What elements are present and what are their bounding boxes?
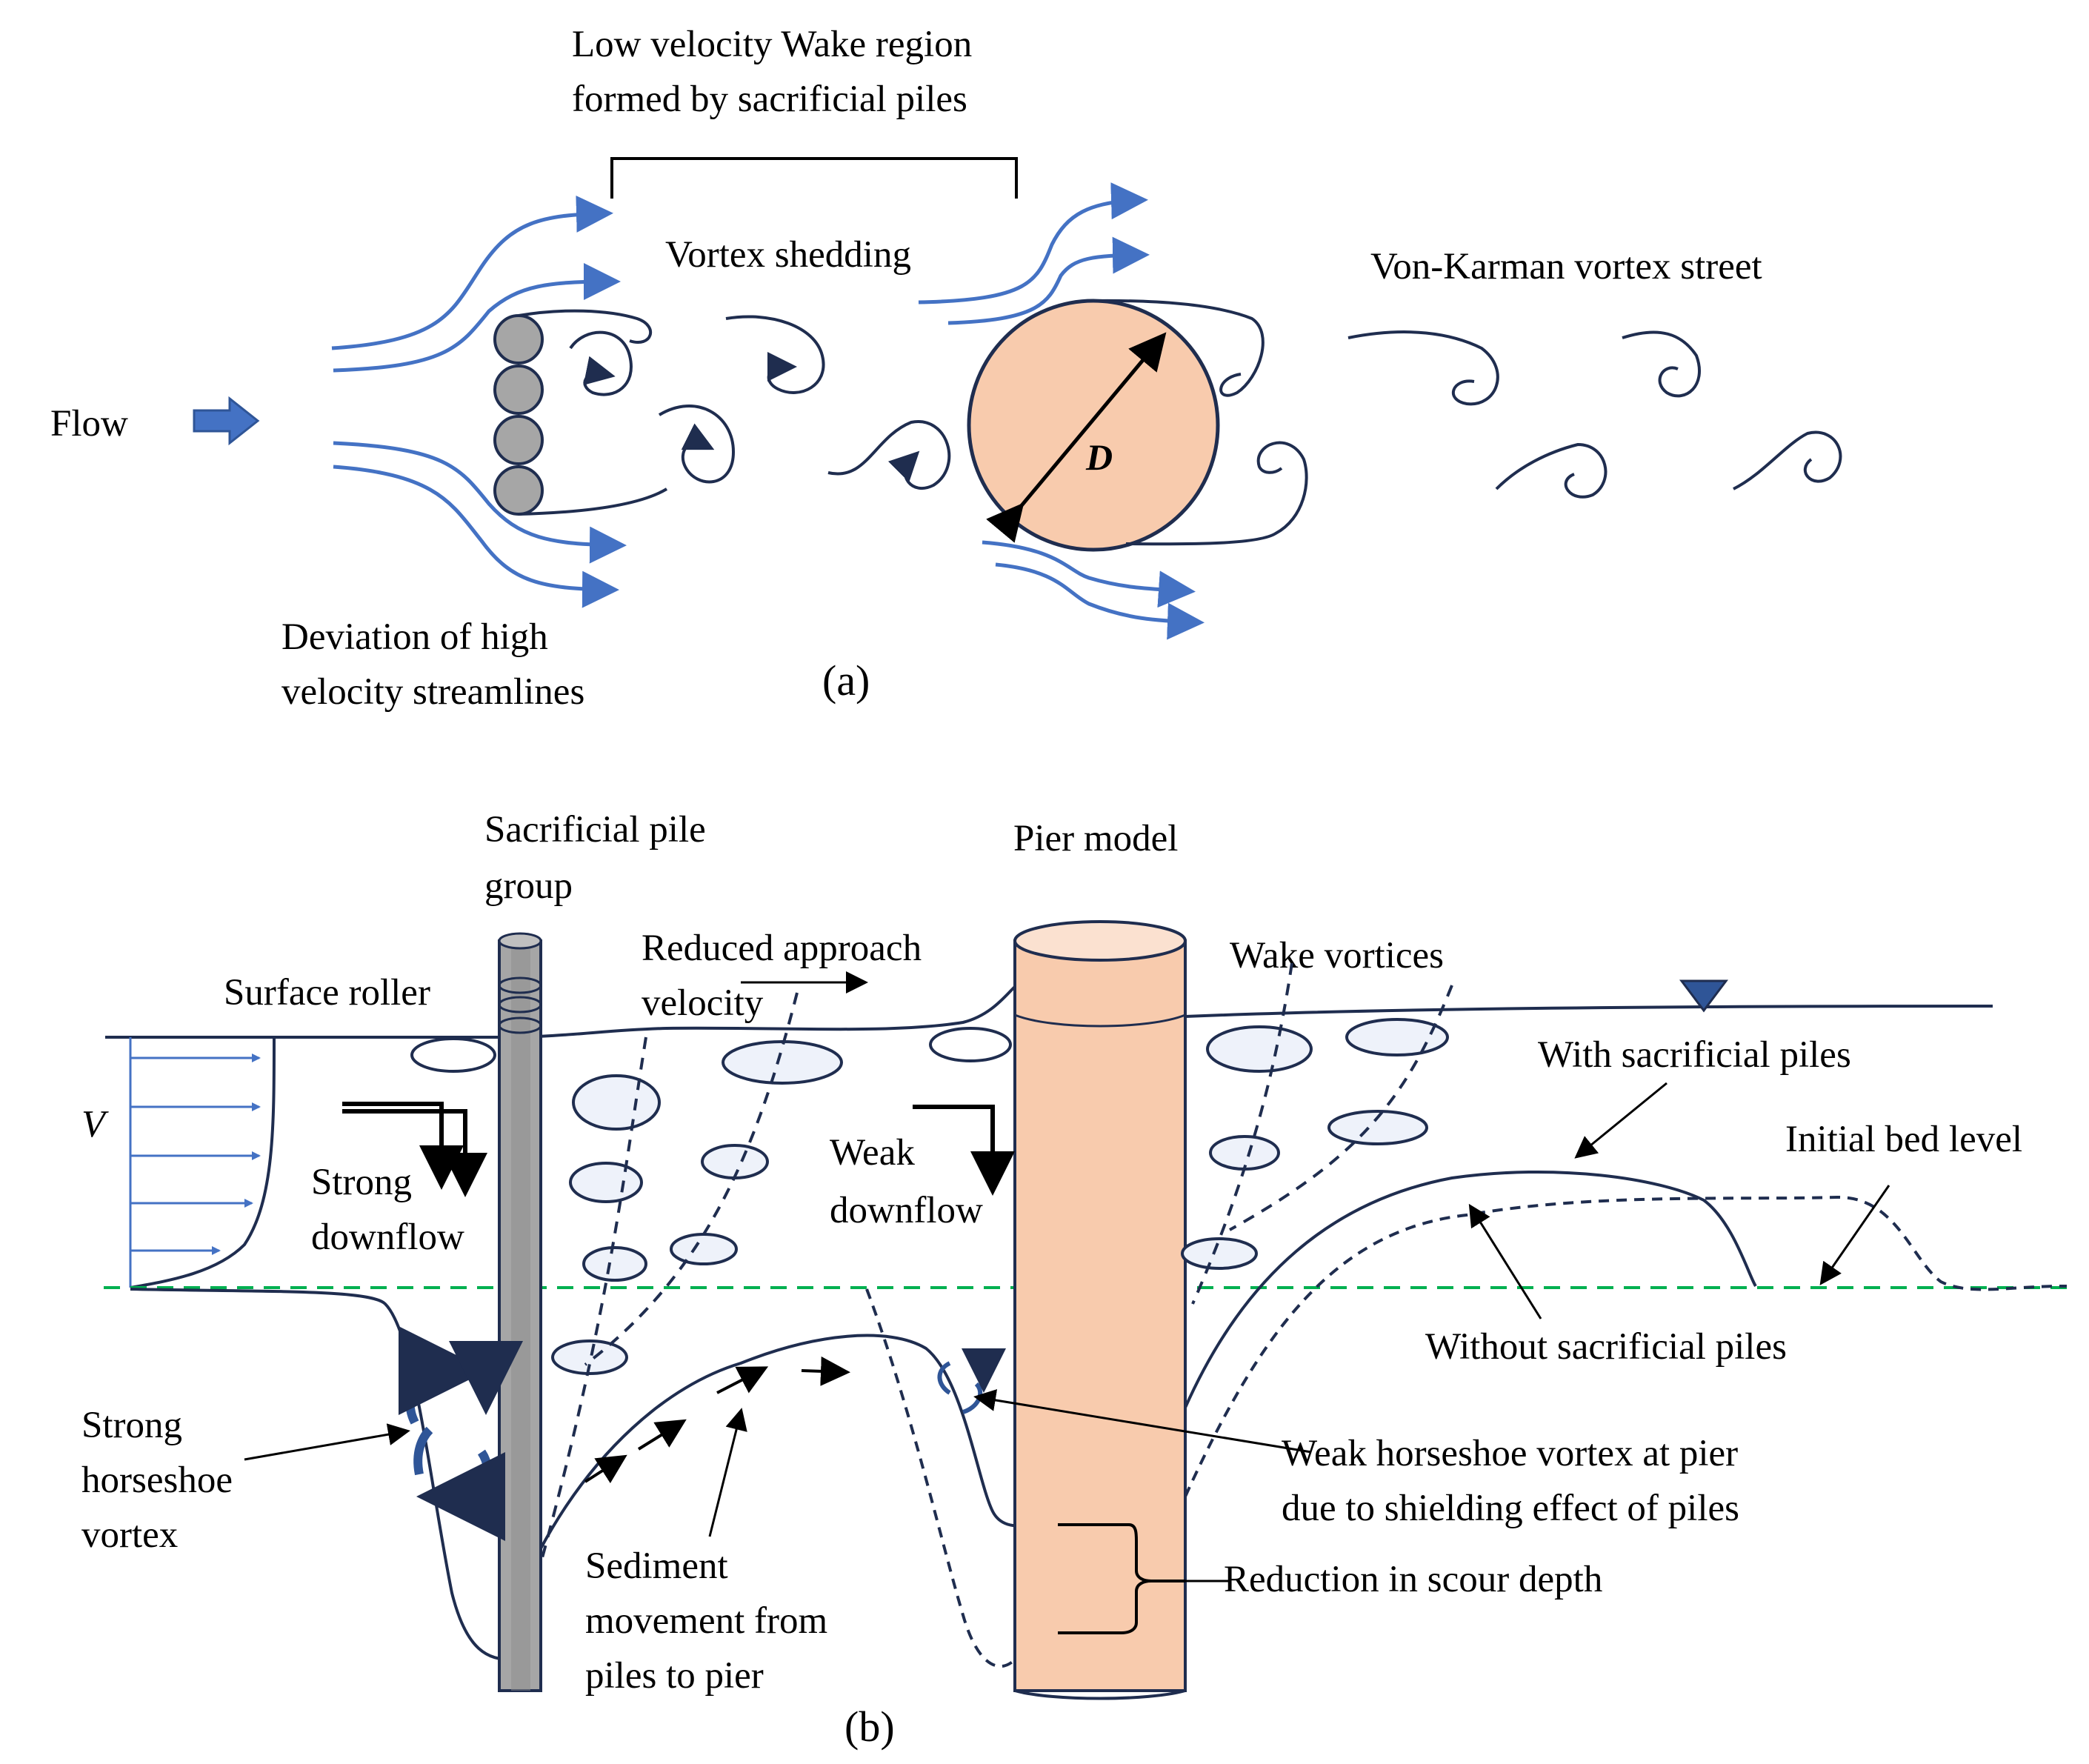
sacrificial-pile-cylinder [498,932,542,1692]
sediment-label-1: Sediment [585,1545,728,1587]
streamline-pile-bottom-1 [333,441,627,564]
with-piles-pointer [1574,1082,1667,1159]
wake-region-bracket [610,157,1018,199]
streamline-pile-bottom-2 [333,465,619,608]
wake-region-label-1: Low velocity Wake region [572,24,972,65]
wake-vortex-3 [658,405,736,484]
without-piles-label: Without sacrificial piles [1425,1326,1787,1368]
wake-region-label-2: formed by sacrificial piles [572,79,967,120]
strong-downflow-arrow-2 [342,1109,487,1197]
streamline-pier-bottom-1 [982,540,1196,608]
pier-model-label: Pier model [1013,818,1178,859]
strong-horseshoe-vortex [398,1326,506,1541]
without-piles-pointer [1468,1203,1542,1319]
sacrificial-pile-3 [493,415,544,465]
reduced-velocity-label-2: velocity [642,982,764,1024]
reduction-label: Reduction in scour depth [1224,1559,1602,1600]
pier-wake-boundary-top [1093,299,1265,397]
pier-wake-trail-2 [1229,985,1453,1231]
caption-a: (a) [822,656,870,705]
deviation-label-2: velocity streamlines [281,671,584,713]
streamline-pier-top-2 [947,236,1150,325]
sediment-pointer [708,1408,747,1537]
vk-vortex-2 [1622,330,1702,398]
vk-vortex-1 [1347,330,1499,406]
surface-roller-label: Surface roller [224,972,430,1014]
pier-wake-trail-1 [1191,962,1293,1305]
reduction-bracket [1058,1523,1185,1634]
sacrificial-pile-1 [493,314,544,365]
pier-wake-boundary-bottom [1125,441,1308,546]
initial-bed-pointer [1819,1185,1890,1285]
weak-hv-pointer [973,1389,1312,1454]
initial-bed-label: Initial bed level [1785,1119,2022,1160]
sacrificial-pile-2 [493,365,544,415]
von-karman-label: Von-Karman vortex street [1370,246,1762,287]
streamline-pile-top-1 [331,195,613,350]
pier-wake-vortices [1181,1018,1449,1270]
pile-wake-trail-2 [584,992,799,1366]
sacrificial-pile-group-label-1: Sacrificial pile [484,809,706,851]
sediment-label-3: piles to pier [585,1655,764,1697]
sediment-arrows [584,1356,850,1484]
pile-wake-boundary-bottom [518,487,668,516]
velocity-profile [129,1036,276,1289]
water-surface [105,984,1993,1039]
strong-downflow-label-2: downflow [311,1217,464,1258]
sediment-label-2: movement from [585,1600,827,1642]
strong-hv-label-1: Strong [81,1405,182,1446]
strong-downflow-arrow-1 [342,1102,464,1190]
panel-a: Low velocity Wake region formed by sacri… [50,24,1842,713]
streamline-pier-top-1 [918,182,1148,304]
pile-wake-trail-1 [539,1036,647,1564]
bed-profile-without-piles [865,1195,2068,1668]
flow-arrow [193,396,260,446]
wake-vortex-1 [569,330,633,396]
weak-downflow-label-2: downflow [830,1190,983,1231]
vortex-shedding-label: Vortex shedding [665,234,911,276]
with-piles-label: With sacrificial piles [1538,1034,1851,1076]
weak-hv-label-2: due to shielding effect of piles [1282,1488,1739,1529]
diameter-arrow [986,332,1167,543]
wake-vortices-label: Wake vortices [1230,935,1444,976]
strong-hv-label-2: horseshoe [81,1460,233,1501]
vk-vortex-3 [1495,442,1607,499]
vk-vortex-4 [1733,430,1842,490]
strong-hv-label-3: vortex [81,1514,178,1556]
pile-wake-boundary-top [518,309,653,344]
velocity-symbol: V [81,1103,109,1145]
pier-circle [967,299,1220,552]
reduced-velocity-label-1: Reduced approach [642,928,922,969]
strong-hv-pointer [244,1423,410,1461]
weak-downflow-label-1: Weak [830,1132,915,1174]
caption-b: (b) [844,1703,895,1751]
streamline-pier-bottom-2 [995,562,1205,640]
weak-downflow-arrow [913,1105,1015,1196]
streamline-pile-top-2 [333,263,621,373]
surface-roller-vortex-pile [410,1037,496,1073]
wake-vortex-4 [827,420,951,490]
deviation-label-1: Deviation of high [281,616,548,658]
pier-cylinder [1013,920,1187,1700]
surface-roller-vortex-pier [929,1027,1012,1062]
panel-b: Sacrificial pile group Pier model Reduce… [81,809,2068,1751]
water-level-marker [1679,979,1728,1013]
wake-vortex-2 [725,315,825,394]
weak-hv-label-1: Weak horseshoe vortex at pier [1282,1433,1738,1474]
strong-downflow-label-1: Strong [311,1162,412,1203]
pile-wake-vortices [551,1040,843,1375]
sacrificial-pile-4 [493,465,544,516]
diameter-label: D [1085,436,1113,478]
sacrificial-pile-group-label-2: group [484,865,573,907]
flow-label: Flow [50,403,128,445]
